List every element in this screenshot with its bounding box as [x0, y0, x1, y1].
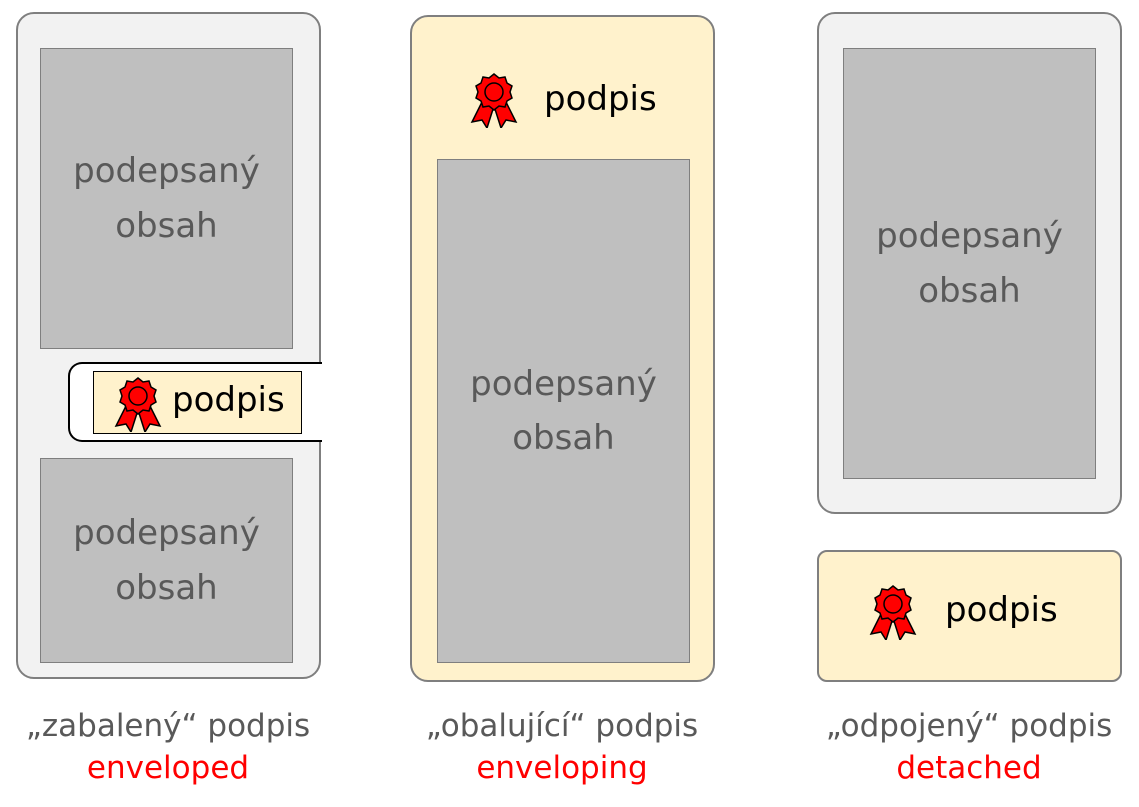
content-label: podepsaný obsah: [470, 363, 657, 458]
seal-icon: [470, 73, 518, 128]
content-label: podepsaný obsah: [73, 151, 260, 246]
caption-detached: „odpojený“ podpis detached: [789, 708, 1139, 786]
caption-enveloped: „zabalený“ podpis enveloped: [0, 708, 348, 786]
signed-content-block: podepsaný obsah: [40, 458, 293, 663]
caption-czech: „odpojený“ podpis: [825, 708, 1113, 744]
content-label: podepsaný obsah: [73, 513, 260, 608]
signed-content-block: podepsaný obsah: [437, 159, 690, 663]
detached-signature: podpis: [817, 550, 1122, 682]
caption-enveloping: „obalující“ podpis enveloping: [382, 708, 742, 786]
caption-czech: „obalující“ podpis: [425, 708, 699, 744]
embedded-signature: podpis: [93, 371, 302, 434]
seal-icon: [114, 377, 162, 432]
signature-label: podpis: [544, 79, 657, 119]
signature-label: podpis: [945, 590, 1058, 630]
caption-english: enveloped: [86, 750, 250, 786]
caption-czech: „zabalený“ podpis: [25, 708, 311, 744]
signed-content-block: podepsaný obsah: [40, 48, 293, 349]
signed-content-block: podepsaný obsah: [843, 48, 1096, 479]
seal-icon: [869, 585, 917, 640]
caption-english: enveloping: [476, 750, 648, 786]
caption-english: detached: [896, 750, 1042, 786]
signature-label: podpis: [172, 380, 285, 420]
content-label: podepsaný obsah: [876, 216, 1063, 311]
